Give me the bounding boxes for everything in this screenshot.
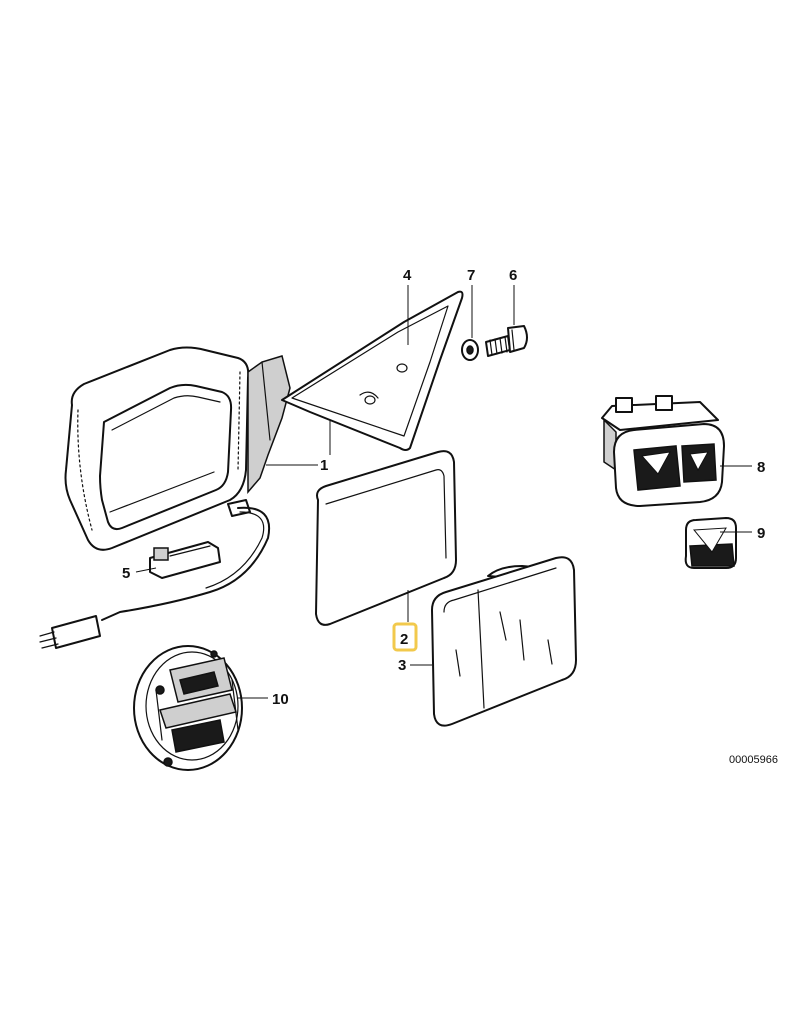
leader-lines — [135, 285, 752, 699]
callout-3[interactable]: 3 — [398, 657, 406, 674]
callout-2-highlight — [392, 622, 418, 652]
connector — [149, 541, 221, 579]
cable — [101, 506, 271, 621]
callout-8[interactable]: 8 — [757, 459, 765, 476]
callout-5[interactable]: 5 — [122, 565, 130, 582]
callout-6[interactable]: 6 — [509, 267, 517, 284]
mirror-housing — [64, 346, 291, 551]
cable-plug — [39, 615, 101, 649]
switch-button — [684, 517, 737, 569]
mirror-switch — [601, 395, 725, 507]
mirror-base-plate — [281, 290, 464, 451]
mirror-glass-aspheric — [431, 556, 577, 727]
reference-number: 00005966 — [729, 754, 778, 766]
washer — [461, 339, 479, 361]
callout-10[interactable]: 10 — [272, 691, 289, 708]
callout-2[interactable]: 2 — [400, 631, 408, 648]
mirror-motor — [133, 645, 243, 771]
callout-7[interactable]: 7 — [467, 267, 475, 284]
screw — [485, 325, 528, 357]
mirror-glass-flat — [315, 450, 457, 626]
callout-9[interactable]: 9 — [757, 525, 765, 542]
callout-4[interactable]: 4 — [403, 267, 412, 284]
callout-1[interactable]: 1 — [320, 457, 328, 474]
